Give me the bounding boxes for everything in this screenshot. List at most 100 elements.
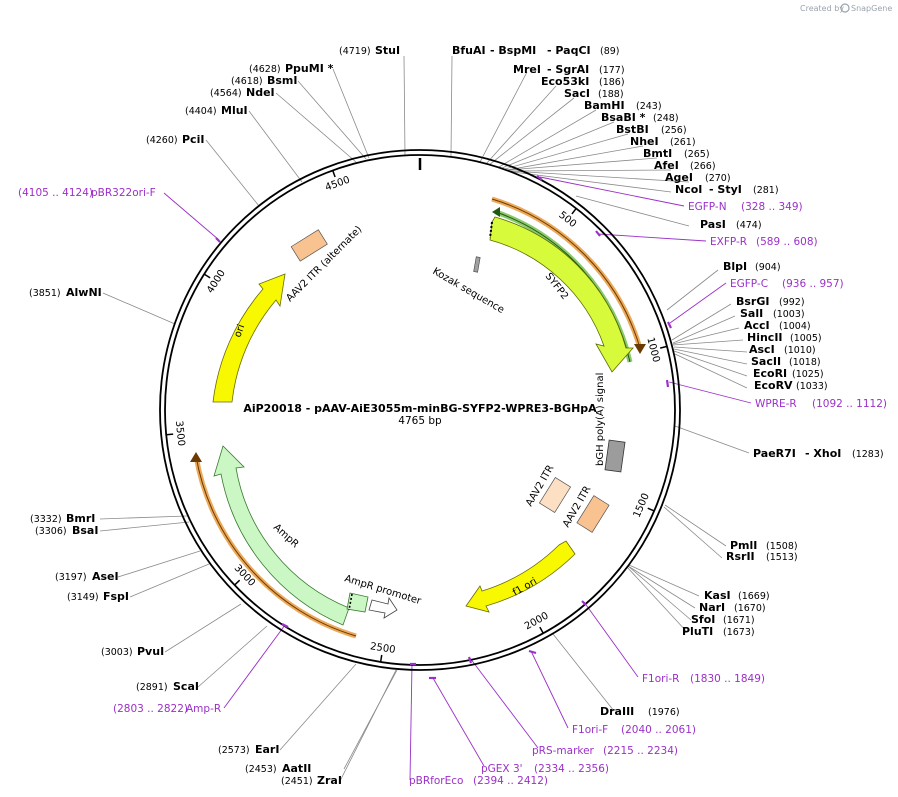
site-position: (1513) xyxy=(766,552,798,563)
site-name[interactable]: AlwNI xyxy=(66,286,102,299)
site-name[interactable]: EcoRV xyxy=(754,379,793,392)
primer-leader-lines xyxy=(163,176,752,781)
site-position: (265) xyxy=(684,149,710,160)
site-name[interactable]: BfuAI xyxy=(452,44,486,57)
site-name[interactable]: PaeR7I xyxy=(753,447,796,460)
primer-name[interactable]: F1ori-F xyxy=(572,724,608,736)
primer-range: (328 .. 349) xyxy=(741,201,803,213)
primer-name[interactable]: pRS-marker xyxy=(532,745,595,757)
site-name[interactable]: AgeI xyxy=(665,171,693,184)
site-name[interactable]: BsmI xyxy=(267,74,298,87)
ruler-tick xyxy=(203,273,211,279)
site-name[interactable]: EarI xyxy=(255,743,279,756)
site-name[interactable]: PluTI xyxy=(682,625,713,638)
site-name[interactable]: EcoRI xyxy=(753,367,787,380)
site-name[interactable]: BmtI xyxy=(643,147,672,160)
site-name[interactable]: Eco53kI xyxy=(541,75,589,88)
site-name[interactable]: NarI xyxy=(699,601,725,614)
ruler-tick-label: 3500 xyxy=(173,420,186,446)
bgh-polya-feature[interactable] xyxy=(604,439,626,473)
site-name[interactable]: NdeI xyxy=(246,86,275,99)
primer-range: (589 .. 608) xyxy=(756,236,818,248)
site-position: (1670) xyxy=(734,603,766,614)
site-name[interactable]: PasI xyxy=(700,218,726,231)
site-name[interactable]: - BspMI xyxy=(490,44,536,57)
primer-name[interactable]: EGFP-C xyxy=(730,278,768,290)
aav2-itr-alternate-feature[interactable] xyxy=(290,229,328,262)
site-name[interactable]: SalI xyxy=(740,307,763,320)
site-name[interactable]: AatII xyxy=(282,762,311,775)
site-name[interactable]: ZraI xyxy=(317,774,342,787)
site-name[interactable]: RsrII xyxy=(726,550,755,563)
site-name[interactable]: ScaI xyxy=(173,680,199,693)
backbone-inner-circle xyxy=(164,154,676,666)
orf-orange-arc-top-line xyxy=(491,198,641,349)
created-by-text: Created by xyxy=(800,4,844,13)
ruler-tick-label: 2500 xyxy=(369,641,396,656)
site-name[interactable]: KasI xyxy=(704,589,731,602)
ampr-promoter-feature[interactable] xyxy=(346,592,369,613)
syfp2-start-marker xyxy=(489,221,493,239)
site-name[interactable]: NcoI xyxy=(675,183,702,196)
site-name[interactable]: BsaI xyxy=(72,524,98,537)
site-name[interactable]: PvuI xyxy=(137,645,164,658)
aav2-itr-feature[interactable] xyxy=(538,477,572,513)
ori-feature[interactable] xyxy=(212,273,286,403)
primer-range: (4105 .. 4124) xyxy=(18,187,93,199)
site-name[interactable]: BsaBI * xyxy=(601,111,646,124)
site-position: (4260) xyxy=(146,135,178,146)
site-name[interactable]: SacII xyxy=(751,355,781,368)
site-position: (266) xyxy=(690,161,716,172)
site-name[interactable]: DraIII xyxy=(600,705,634,718)
site-name[interactable]: - PaqCI xyxy=(547,44,591,57)
site-name[interactable]: PpuMI * xyxy=(285,62,334,75)
primer-name[interactable]: Amp-R xyxy=(186,703,221,715)
site-name[interactable]: NheI xyxy=(630,135,659,148)
primer-marker xyxy=(536,175,543,181)
site-position: (89) xyxy=(600,46,620,57)
site-name[interactable]: SacI xyxy=(564,87,590,100)
site-name[interactable]: BmrI xyxy=(66,512,95,525)
site-name[interactable]: MreI xyxy=(513,63,541,76)
primer-name[interactable]: F1ori-R xyxy=(642,673,679,685)
ruler-tick-label: 4000 xyxy=(205,268,228,295)
ampr-feature[interactable] xyxy=(213,445,350,626)
site-name[interactable]: BsrGI xyxy=(736,295,769,308)
syfp2-feature[interactable] xyxy=(489,216,634,373)
site-name[interactable]: HincII xyxy=(747,331,783,344)
site-name[interactable]: StuI xyxy=(375,44,400,57)
site-name[interactable]: PmlI xyxy=(730,539,757,552)
site-name[interactable]: AseI xyxy=(92,570,119,583)
site-name[interactable]: AfeI xyxy=(654,159,679,172)
site-position: (1669) xyxy=(738,591,770,602)
primer-name[interactable]: WPRE-R xyxy=(755,398,797,410)
f1-ori-feature[interactable] xyxy=(465,540,576,613)
primer-name[interactable]: pGEX 3' xyxy=(481,763,523,775)
site-name[interactable]: BamHI xyxy=(584,99,625,112)
site-name[interactable]: FspI xyxy=(103,590,129,603)
site-position: (3003) xyxy=(101,647,133,658)
plasmid-name: AiP20018 - pAAV-AiE3055m-minBG-SYFP2-WPR… xyxy=(243,402,597,415)
primer-name[interactable]: EXFP-R xyxy=(710,236,747,248)
kozak-sequence-feature[interactable] xyxy=(473,256,481,273)
orf-arcs xyxy=(190,196,646,639)
site-name[interactable]: - SgrAI xyxy=(547,63,589,76)
ruler-tick xyxy=(234,579,241,586)
primer-name[interactable]: pBRforEco xyxy=(409,775,463,787)
site-name[interactable]: BstBI xyxy=(616,123,649,136)
site-name[interactable]: AccI xyxy=(744,319,770,332)
site-name[interactable]: - StyI xyxy=(709,183,742,196)
primer-marker xyxy=(665,379,670,388)
primer-name[interactable]: EGFP-N xyxy=(688,201,727,213)
ruler-tick xyxy=(571,207,577,215)
site-name[interactable]: BlpI xyxy=(723,260,747,273)
aav2-itr-feature-2[interactable] xyxy=(576,495,610,533)
site-name[interactable]: AscI xyxy=(749,343,775,356)
site-name[interactable]: MluI xyxy=(221,104,248,117)
ori-label: ori xyxy=(232,323,247,339)
site-name[interactable]: SfoI xyxy=(691,613,715,626)
site-name[interactable]: PciI xyxy=(182,133,204,146)
primer-name[interactable]: pBR322ori-F xyxy=(91,187,156,199)
site-position: (3851) xyxy=(29,288,61,299)
site-name[interactable]: - XhoI xyxy=(805,447,841,460)
